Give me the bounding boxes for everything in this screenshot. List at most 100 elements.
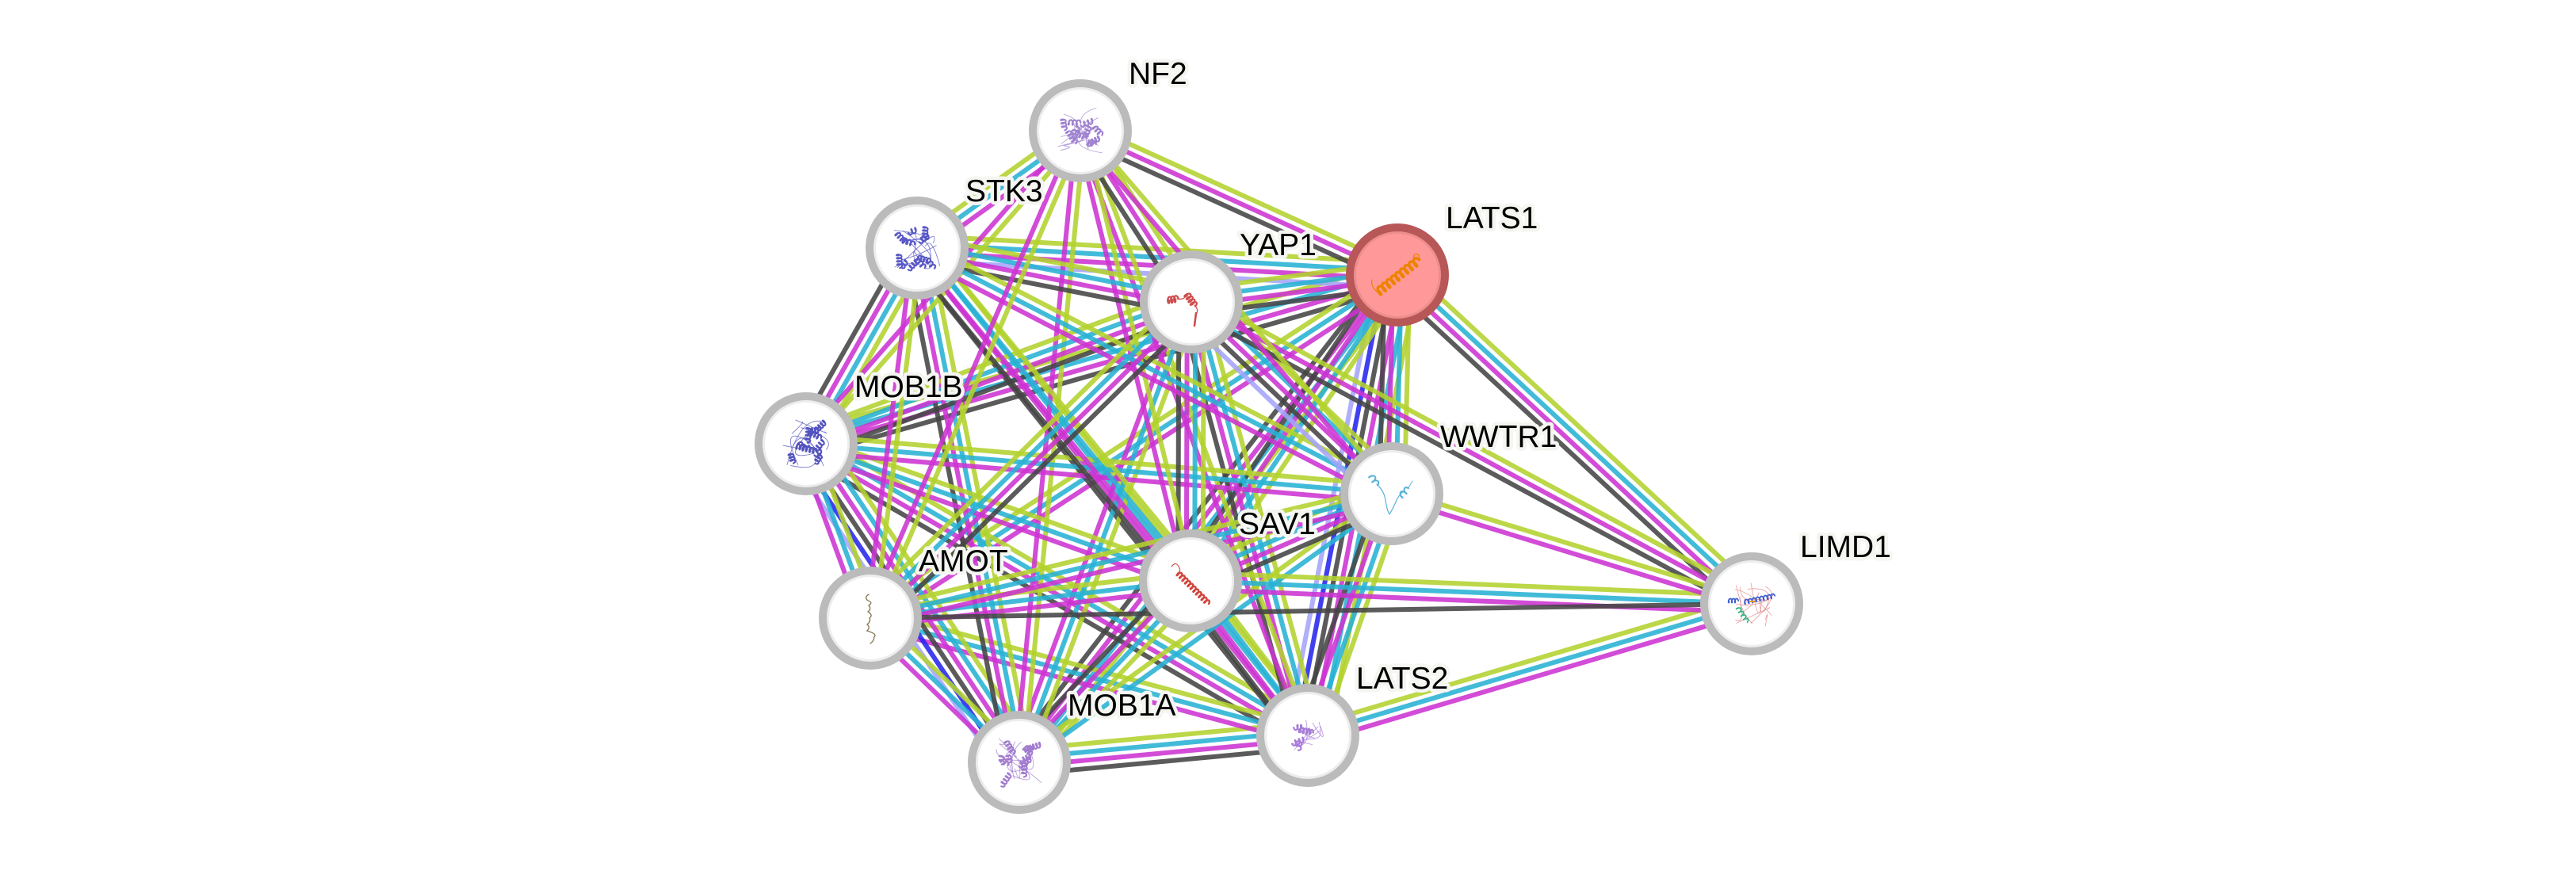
edge-line-experiments[interactable] [1009,298,1187,761]
edge-line-databases[interactable] [917,241,1398,273]
edge-line-textmining[interactable] [872,248,924,620]
edge-line-databases[interactable] [1190,578,1752,606]
edge-line-databases[interactable] [869,273,1399,620]
node-wwtr1[interactable] [1340,442,1443,545]
edge-line-textmining[interactable] [1392,487,1754,602]
edge-YAP1-AMOT[interactable] [859,291,1202,629]
node-inner-shade [873,204,961,292]
edge-line-textmining[interactable] [1194,292,1757,599]
edge-line-experiments[interactable] [871,303,1196,623]
node-lats1[interactable] [1346,223,1449,326]
node-stk3[interactable] [866,197,969,300]
node-amot[interactable] [819,567,922,670]
edge-line-coexpression[interactable] [869,601,1752,620]
edge-WWTR1-AMOT[interactable] [867,483,1395,629]
structure-stroke [1376,483,1404,515]
edge-LATS2-NF2[interactable] [1074,128,1314,738]
structure-stroke [1302,738,1316,745]
edge-line-databases[interactable] [1020,494,1396,768]
node-label-lats2: LATS2 [1356,662,1448,696]
node-circle[interactable] [1140,250,1243,353]
node-inner-shade [1148,258,1235,346]
edge-line-coexpression[interactable] [1178,266,1389,575]
structure-stroke [1293,724,1303,731]
node-circle[interactable] [1340,442,1443,545]
structure-stroke [1312,723,1324,738]
edge-line-experiments[interactable] [871,499,1395,629]
edge-STK3-AMOT[interactable] [863,246,924,620]
edge-line-experiments[interactable] [1012,130,1079,762]
edge-LATS2-LIMD1[interactable] [1305,594,1755,746]
edge-line-databases[interactable] [866,297,1191,617]
edge-line-experiments[interactable] [870,586,1192,629]
node-circle[interactable] [1700,552,1803,655]
edge-line-experiments[interactable] [1079,128,1399,277]
edge-line-textmining[interactable] [859,291,1185,611]
edge-NF2-AMOT[interactable] [864,128,1087,621]
edge-SAV1-STK3[interactable] [905,239,1202,590]
structure-stroke [1735,607,1749,623]
edge-line-experiments[interactable] [912,249,1190,586]
structure-stroke [1091,125,1104,136]
node-lats2[interactable] [1256,684,1359,787]
structure-stroke [1167,295,1179,304]
edge-line-textmining[interactable] [1021,131,1087,763]
node-sav1[interactable] [1139,529,1242,632]
edge-line-textmining[interactable] [872,131,1087,621]
edge-line-experiments[interactable] [1309,609,1755,746]
node-mob1b[interactable] [755,392,858,495]
edge-line-databases[interactable] [915,246,1393,496]
edge-line-textmining[interactable] [924,239,1202,575]
edge-line-databases[interactable] [1398,270,1756,603]
edge-line-experiments[interactable] [873,280,1404,628]
edge-line-coexpression[interactable] [905,254,1183,590]
edge-line-experiments[interactable] [1074,131,1306,738]
node-mob1a[interactable] [968,711,1071,814]
edge-line-coexpression[interactable] [809,311,1197,458]
node-nf2[interactable] [1029,79,1132,182]
structure-stroke [1083,124,1092,139]
node-limd1[interactable] [1700,552,1803,655]
node-inner-shade [1354,231,1441,319]
node-circle[interactable] [755,392,858,495]
edge-line-experiments[interactable] [1393,276,1751,609]
edge-line-databases[interactable] [918,243,1196,580]
edge-line-textmining[interactable] [1404,264,1762,597]
edge-MOB1A-NF2[interactable] [1012,130,1087,763]
structure-stroke [1175,571,1211,605]
edge-line-databases[interactable] [1307,601,1752,738]
edge-line-coexpression[interactable] [877,309,1202,629]
structure-stroke [782,441,816,450]
structure-stroke [866,594,876,644]
edge-line-textmining[interactable] [1082,128,1314,735]
edge-line-experiments[interactable] [806,304,1194,450]
edge-WWTR1-LIMD1[interactable] [1389,487,1754,610]
structure-stroke [916,254,931,264]
structure-stroke [1060,118,1068,132]
edge-line-textmining[interactable] [1191,570,1752,598]
edge-line-coexpression[interactable] [1076,136,1395,285]
edge-line-textmining[interactable] [1305,594,1750,730]
node-circle[interactable] [1346,223,1449,326]
edge-line-experiments[interactable] [864,128,1079,618]
edge-line-experiments[interactable] [1190,586,1752,615]
edge-line-textmining[interactable] [867,483,1391,613]
edge-line-databases[interactable] [869,491,1393,620]
structure-stroke [1009,759,1013,773]
edge-SAV1-LIMD1[interactable] [1190,570,1752,615]
edge-AMOT-LIMD1[interactable] [869,601,1752,620]
edge-line-coexpression[interactable] [798,452,1303,749]
structure-stroke [1412,254,1420,262]
edge-line-experiments[interactable] [863,246,915,618]
edge-LATS1-NF2[interactable] [1076,120,1402,285]
edge-line-experiments[interactable] [912,253,1389,503]
edge-line-experiments[interactable] [1389,495,1752,610]
node-yap1[interactable] [1140,250,1243,353]
node-inner-shade [762,400,850,487]
edge-line-textmining[interactable] [1083,120,1402,270]
node-inner-shade [1708,560,1795,647]
edge-line-databases[interactable] [805,441,1393,496]
edge-line-databases[interactable] [1017,300,1194,764]
edge-line-experiments[interactable] [1190,300,1753,606]
